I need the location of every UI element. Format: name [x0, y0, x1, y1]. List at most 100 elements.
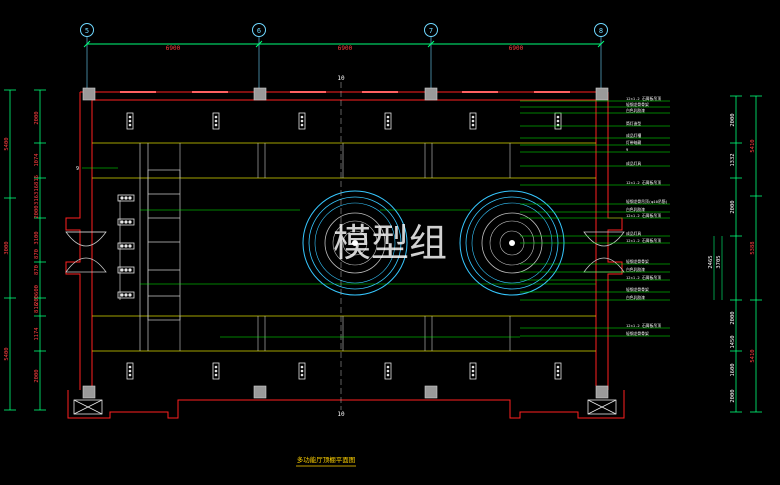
right-circular-dome — [459, 190, 565, 296]
left-detail-dimension: 316 — [34, 195, 40, 205]
light-fixture — [384, 362, 392, 380]
annotation-text: 成品灯具 — [626, 231, 641, 236]
top-fixture-row — [126, 112, 562, 130]
left-overall-dimension: 5400 — [4, 347, 10, 360]
side-light — [117, 291, 135, 299]
top-dimension-text: 6900 — [338, 45, 353, 52]
bottom-left-ac-unit — [73, 399, 103, 415]
top-dimension-text: 6900 — [166, 45, 181, 52]
leader-lines — [140, 209, 596, 338]
right-detail-dimension: 1600 — [730, 363, 736, 376]
light-fixture — [212, 362, 220, 380]
annotation-text: 9 — [626, 147, 629, 152]
bottom-wall — [67, 390, 625, 419]
side-light-column — [117, 194, 135, 299]
annotation-text: 成品灯槽 — [626, 133, 641, 138]
annotation-text: 12×1.2 石膏板吊顶 — [626, 323, 661, 328]
annotation-text: 轻钢龙骨骨架 — [626, 331, 649, 336]
right-overall-dimension: 5410 — [750, 349, 756, 362]
light-fixture — [126, 362, 134, 380]
grid-axis-5: 5 — [80, 23, 94, 90]
annotation-text: 轻钢龙骨吊顶(φ10吊筋) — [626, 199, 668, 204]
column — [595, 385, 609, 399]
left-detail-dimension: 2000 — [34, 369, 40, 382]
grid-bubble — [424, 23, 438, 37]
column — [82, 385, 96, 399]
right-detail-dimension: 2000 — [730, 389, 736, 402]
column — [424, 385, 438, 399]
annotation-text: 白色乳胶漆 — [626, 295, 645, 300]
right-dimension-stack — [713, 95, 762, 413]
drawing-title: 多功能厅顶棚平面图 — [297, 455, 356, 464]
left-hourglass-feature — [65, 231, 107, 273]
center-axis-top-label: 10 — [337, 75, 345, 82]
left-detail-dimension: 1074 — [34, 153, 40, 167]
left-overall-dimension: 3000 — [4, 241, 10, 254]
side-light — [117, 194, 135, 202]
left-detail-dimension: 2000 — [34, 205, 40, 218]
left-leader-label: 9 — [76, 166, 79, 172]
right-hourglass-feature — [583, 231, 625, 273]
column — [82, 87, 96, 101]
right-overall-dimension: 5388 — [750, 241, 756, 254]
annotation-text: 成品灯具 — [626, 161, 641, 166]
right-dimension-ticks — [730, 95, 762, 413]
watermark-text: 模型组 — [333, 221, 447, 265]
light-fixture — [212, 112, 220, 130]
grid-axis-label: 7 — [429, 27, 433, 35]
light-fixture — [384, 112, 392, 130]
right-detail-dimension: 1332 — [730, 153, 736, 166]
annotation-text: 白色乳胶漆 — [626, 267, 645, 272]
left-detail-dimension: 870 — [34, 265, 40, 275]
annotation-text: 白色乳胶漆 — [626, 207, 645, 212]
annotation-text: 白色乳胶漆 — [626, 108, 645, 113]
right-detail-dimension: 1450 — [730, 335, 736, 348]
side-light — [117, 218, 135, 226]
grid-axis-label: 6 — [257, 27, 261, 35]
left-detail-dimension: 600 — [34, 285, 40, 295]
left-partition — [119, 143, 181, 351]
light-fixture — [554, 112, 562, 130]
right-detail-dimension: 2465 — [708, 255, 714, 268]
side-light — [117, 242, 135, 250]
top-dimension-text: 6900 — [509, 45, 524, 52]
light-fixture — [554, 362, 562, 380]
annotation-text: 筒灯造型 — [626, 121, 641, 126]
light-fixture — [298, 362, 306, 380]
light-fixture — [469, 362, 477, 380]
column — [595, 87, 609, 101]
left-dimension-ticks — [4, 89, 46, 411]
right-overall-dimension: 5410 — [750, 139, 756, 152]
left-overall-dimension: 5400 — [4, 137, 10, 150]
right-detail-dimension: 2000 — [730, 311, 736, 324]
annotation-text: 12×1.2 石膏板吊顶 — [626, 275, 661, 280]
columns — [82, 87, 609, 399]
column — [424, 87, 438, 101]
bottom-fixture-row — [126, 362, 562, 380]
annotation-text: 轻钢龙骨骨架 — [626, 287, 649, 292]
left-dimension-texts: 5400300054002000107481631631620003100870… — [4, 111, 40, 382]
grid-axis-label: 8 — [599, 27, 603, 35]
light-fixture — [469, 112, 477, 130]
left-detail-dimension: 870 — [34, 249, 40, 259]
left-detail-dimension: 200 — [34, 295, 40, 305]
light-fixture — [126, 112, 134, 130]
left-detail-dimension: 816 — [34, 303, 40, 313]
material-annotations: 12×1.2 石膏板吊顶轻钢龙骨骨架白色乳胶漆筒灯造型成品灯槽灯带暗藏9成品灯具… — [520, 96, 670, 337]
left-wall — [65, 92, 81, 390]
right-detail-dimension: 3705 — [716, 255, 722, 268]
annotation-text: 轻钢龙骨骨架 — [626, 259, 649, 264]
light-fixture — [298, 112, 306, 130]
top-dimension-ticks — [83, 40, 605, 48]
annotation-text: 12×1.2 石膏板吊顶 — [626, 213, 661, 218]
center-axis-bottom-label: 10 — [337, 411, 345, 418]
right-detail-dimension: 2000 — [730, 113, 736, 126]
annotation-text: 12×1.2 石膏板吊顶 — [626, 238, 661, 243]
annotation-text: 12×1.2 石膏板吊顶 — [626, 180, 661, 185]
ceiling-band-dividers — [179, 143, 511, 351]
left-detail-dimension: 3100 — [34, 231, 40, 244]
grid-bubble — [252, 23, 266, 37]
